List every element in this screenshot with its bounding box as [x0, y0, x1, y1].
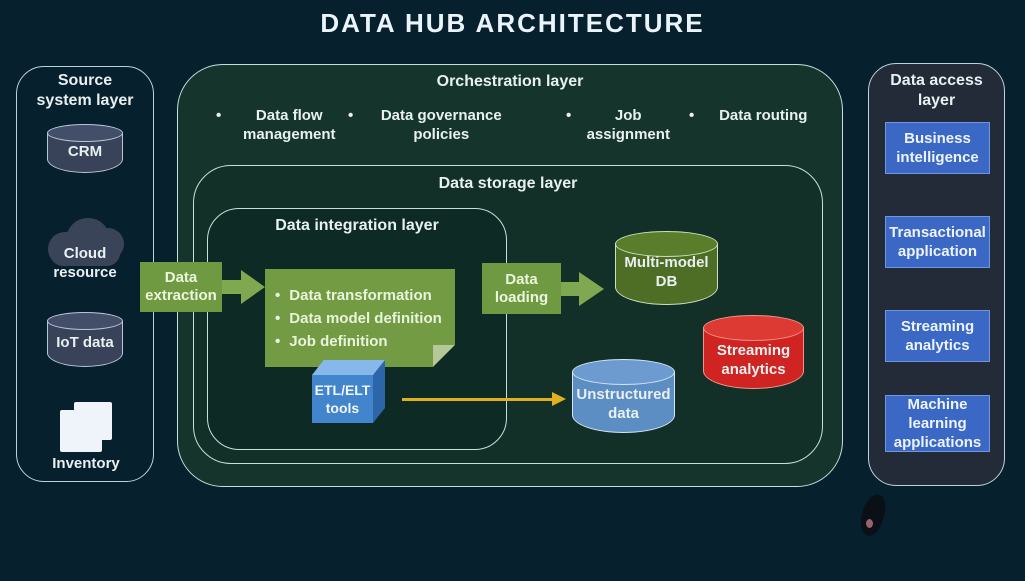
data-storage-layer-title: Data storage layer — [438, 175, 578, 192]
cube-side-face — [373, 360, 385, 423]
cylinder-top-icon — [47, 124, 123, 142]
arrowhead-icon — [552, 392, 566, 406]
cursor-artifact-speck — [866, 519, 873, 528]
business-intelligence-box: Business intelligence — [885, 122, 990, 174]
bullet-icon: • — [216, 107, 222, 124]
integration-task-label: Job definition — [289, 333, 388, 350]
integration-task-row: • Job definition — [275, 332, 449, 351]
integration-task-label: Data transformation — [289, 287, 432, 304]
page-title: DATA HUB ARCHITECTURE — [320, 8, 705, 38]
multi-model-db-label: Multi-model DB — [624, 254, 709, 290]
cloud-resource-label: Cloud resource — [53, 245, 117, 281]
data-access-layer-title: Data access layer — [890, 72, 983, 109]
etl-to-unstructured-connector-line — [402, 398, 554, 401]
bullet-icon: • — [689, 107, 695, 124]
streaming-analytics-cylinder: Streaming analytics — [703, 315, 804, 389]
bullet-icon: • — [275, 333, 281, 350]
inventory-label: Inventory — [52, 455, 120, 472]
data-loading-arrowhead-icon — [579, 272, 604, 306]
cube-top-face — [312, 360, 385, 375]
orchestration-layer-title: Orchestration layer — [436, 73, 584, 90]
cylinder-top-icon — [572, 359, 675, 385]
data-loading-arrow-shaft — [559, 282, 581, 296]
integration-task-label: Data model definition — [289, 310, 442, 327]
data-loading-box: Data loading — [482, 263, 561, 314]
iot-data-label: IoT data — [56, 334, 114, 351]
bullet-icon: • — [275, 310, 281, 327]
orchestration-item-data-flow-management: • Data flow management — [216, 107, 348, 144]
orchestration-item-label: Data routing — [719, 107, 808, 124]
multi-model-db-cylinder: Multi-model DB — [615, 231, 718, 305]
data-extraction-arrow-shaft — [221, 280, 243, 294]
crm-database-cylinder: CRM — [47, 124, 123, 173]
cylinder-top-icon — [703, 315, 804, 341]
unstructured-data-label: Unstructured data — [576, 386, 671, 422]
iot-data-cylinder: IoT data — [47, 312, 123, 367]
integration-task-row: • Data model definition — [275, 309, 449, 328]
orchestration-item-label: Data flow management — [243, 107, 336, 143]
streaming-analytics-box: Streaming analytics — [885, 310, 990, 362]
integration-tasks-panel: • Data transformation • Data model defin… — [265, 269, 455, 367]
data-extraction-arrowhead-icon — [241, 270, 265, 304]
etl-elt-tools-cube: ETL/ELT tools — [312, 360, 385, 423]
cylinder-top-icon — [615, 231, 718, 257]
data-integration-layer-title: Data integration layer — [275, 217, 439, 234]
cursor-artifact — [856, 491, 890, 539]
machine-learning-applications-box: Machine learning applications — [885, 395, 990, 452]
crm-label: CRM — [67, 143, 103, 160]
unstructured-data-cylinder: Unstructured data — [572, 359, 675, 433]
orchestration-item-job-assignment: • Job assignment — [566, 107, 676, 144]
bullet-icon: • — [348, 107, 354, 124]
bullet-icon: • — [566, 107, 572, 124]
orchestration-item-label: Job assignment — [586, 107, 670, 143]
streaming-analytics-label: Streaming analytics — [716, 342, 791, 378]
orchestration-item-label: Data governance policies — [380, 107, 502, 143]
data-extraction-box: Data extraction — [140, 262, 222, 312]
etl-elt-tools-label: ETL/ELT tools — [312, 375, 373, 423]
folded-corner-icon — [433, 345, 455, 367]
integration-task-row: • Data transformation — [275, 286, 449, 305]
orchestration-item-data-routing: • Data routing — [689, 107, 823, 126]
transactional-application-box: Transactional application — [885, 216, 990, 268]
source-system-layer-title: Source system layer — [36, 72, 134, 109]
bullet-icon: • — [275, 287, 281, 304]
orchestration-item-data-governance-policies: • Data governance policies — [348, 107, 520, 144]
cylinder-top-icon — [47, 312, 123, 330]
